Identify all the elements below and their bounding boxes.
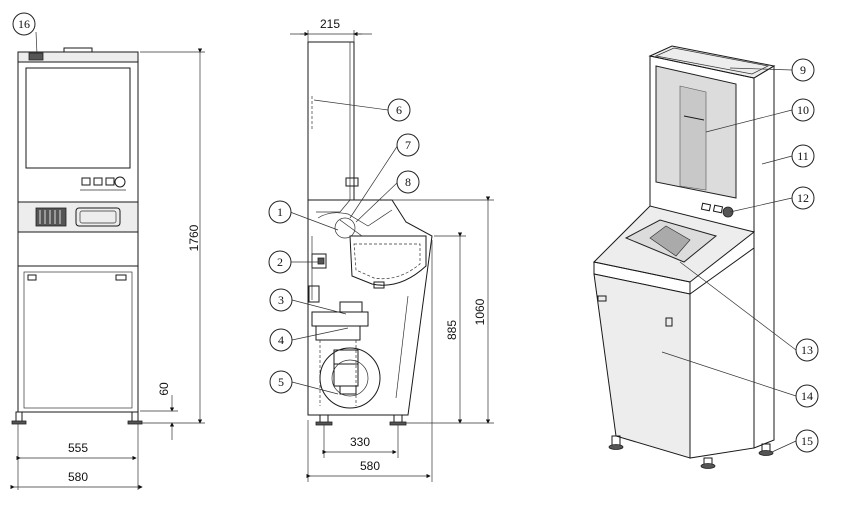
callouts: 16 1 2 3 4 5 6 7 — [12, 12, 819, 453]
svg-text:15: 15 — [801, 434, 813, 448]
front-vent-grille — [35, 207, 67, 227]
dim-total-depth: 580 — [360, 459, 380, 473]
svg-text:13: 13 — [801, 343, 813, 357]
dim-counter-height: 885 — [445, 320, 459, 340]
side-fan — [319, 347, 381, 409]
svg-text:1: 1 — [277, 205, 283, 219]
callout-6: 6 — [387, 98, 411, 122]
front-button-3 — [105, 177, 115, 186]
callout-13: 13 — [795, 338, 819, 362]
front-button-1 — [81, 177, 91, 186]
iso-cabinet-door — [593, 273, 691, 459]
front-leg-right — [131, 411, 139, 423]
front-top-vent — [63, 47, 93, 53]
front-view — [11, 47, 143, 425]
side-monitor-column — [307, 41, 355, 201]
front-cabinet-tab — [27, 274, 37, 281]
svg-text:3: 3 — [278, 293, 284, 307]
svg-text:4: 4 — [278, 333, 284, 347]
front-dimensions: 1760 60 555 580 — [10, 48, 205, 490]
svg-text:11: 11 — [797, 149, 809, 163]
callout-leaders — [35, 31, 797, 453]
front-screen — [25, 67, 131, 169]
dim-outer-width: 580 — [68, 470, 88, 484]
callout-2: 2 — [268, 250, 292, 274]
front-cabinet — [17, 265, 139, 413]
side-bracket — [345, 177, 359, 187]
callout-4: 4 — [269, 328, 293, 352]
svg-text:5: 5 — [278, 375, 284, 389]
side-sink — [349, 235, 427, 286]
callout-5: 5 — [269, 370, 293, 394]
dim-side-height: 1060 — [473, 298, 487, 325]
iso-knob — [722, 206, 734, 218]
side-pump-top — [339, 301, 363, 313]
side-dimensions: 215 885 1060 330 580 — [290, 17, 494, 482]
callout-14: 14 — [795, 384, 819, 408]
side-body-outline — [307, 199, 433, 416]
callout-15: 15 — [795, 429, 819, 453]
callout-1: 1 — [268, 200, 292, 224]
front-logo-badge — [28, 52, 44, 61]
svg-text:9: 9 — [800, 63, 806, 77]
callout-7: 7 — [396, 133, 420, 157]
svg-text:16: 16 — [18, 17, 30, 31]
dim-base-depth: 330 — [350, 435, 370, 449]
svg-text:6: 6 — [396, 103, 402, 117]
callout-3: 3 — [269, 288, 293, 312]
side-tank-mid — [315, 325, 361, 341]
side-view — [307, 41, 433, 426]
front-monitor-frame — [17, 61, 139, 203]
front-opening — [75, 207, 121, 227]
dim-leg-height: 60 — [157, 382, 171, 396]
callout-16: 16 — [12, 12, 36, 36]
svg-text:8: 8 — [405, 175, 411, 189]
svg-text:12: 12 — [797, 191, 809, 205]
dim-top-depth: 215 — [320, 17, 340, 31]
isometric-view — [592, 45, 776, 469]
callout-11: 11 — [791, 144, 815, 168]
callout-10: 10 — [791, 98, 815, 122]
front-lower-band — [17, 231, 139, 267]
front-button-2 — [93, 177, 103, 186]
front-leg-left — [15, 411, 23, 423]
callout-9: 9 — [791, 58, 815, 82]
side-nozzle — [334, 217, 356, 239]
front-cabinet-lock — [115, 274, 127, 281]
dim-inner-width: 555 — [68, 441, 88, 455]
svg-text:14: 14 — [801, 389, 813, 403]
svg-text:2: 2 — [277, 255, 283, 269]
callout-12: 12 — [791, 186, 815, 210]
side-tank-top — [311, 311, 369, 327]
dim-total-height: 1760 — [187, 224, 201, 251]
front-knob — [114, 176, 126, 188]
svg-text:7: 7 — [405, 138, 411, 152]
svg-text:10: 10 — [797, 103, 809, 117]
callout-8: 8 — [396, 170, 420, 194]
iso-side-panel — [753, 65, 775, 449]
